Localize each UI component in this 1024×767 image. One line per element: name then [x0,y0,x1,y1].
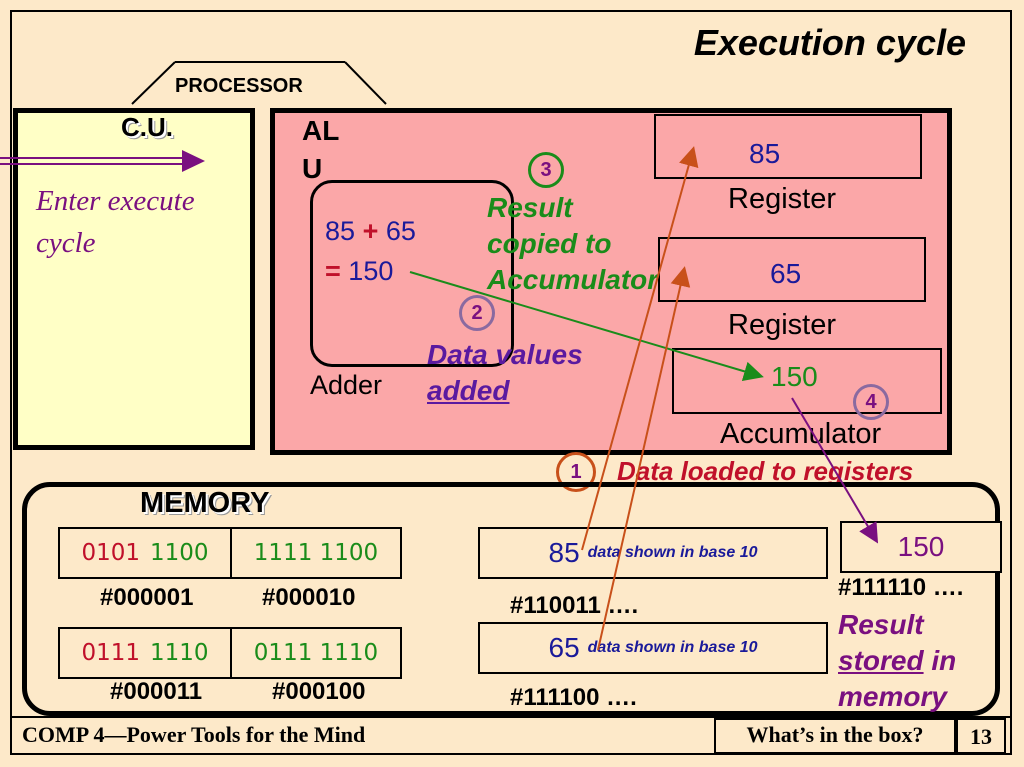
memory-cell-000001: 0101 1100 [58,527,232,579]
step-3-text: Result copied to Accumulator [487,190,658,298]
step-3-circle: 3 [528,152,564,188]
adder-sum-line: 85 + 65 [325,216,416,247]
memory-data-85: 85 data shown in base 10 [478,527,828,579]
processor-label: PROCESSOR [175,75,303,97]
address-110011: #110011 …. [510,592,639,619]
address-000011: #000011 [110,678,203,705]
enter-execute-note: Enter execute cycle [36,185,195,259]
data-85-value: 85 [548,537,580,568]
adder-to-accumulator-arrow [409,271,764,382]
memory-85-to-register-arrow [581,146,699,551]
equals-sign: = [325,256,341,286]
register-2-value: 65 [770,258,802,289]
adder-box [310,180,514,367]
step-2-text: Data values added [427,337,583,409]
result-line-2-em: stored [838,645,924,676]
address-000100: #000100 [272,678,366,705]
operand-a: 85 [325,216,356,246]
cell-high-nibble: 0111 [81,640,140,666]
address-000001: #000001 [100,584,194,611]
memory-result-value: 150 [897,531,945,562]
cell-low-nibble: 1100 [150,540,209,566]
cu-label: C.U. [121,112,173,142]
register-2-label: Register [728,309,836,341]
register-1 [654,114,922,179]
memory-cell-000010: 1111 1100 [230,527,402,579]
memory-cell-000100: 0111 1110 [230,627,402,679]
footer-page-number: 13 [956,718,1006,754]
register-1-value: 85 [749,138,781,169]
footer-course: COMP 4—Power Tools for the Mind [22,722,366,747]
slide-frame [10,10,1012,755]
memory-data-65: 65 data shown in base 10 [478,622,828,674]
accumulator-label: Accumulator [720,418,882,450]
cell-low-nibble: 1110 [150,640,209,666]
memory-cell-000011: 0111 1110 [58,627,232,679]
step-2-line-1: Data values [427,339,583,370]
step-3-line-1: Result [487,192,573,223]
accumulator-to-memory-arrow [791,397,879,544]
cell-high-nibble: 0101 [81,540,140,566]
result-stored-text: Result stored in memory [838,607,956,715]
step-1-circle: 1 [556,452,596,492]
step-2-circle: 2 [459,295,495,331]
data-85-note: data shown in base 10 [587,544,758,561]
memory-box [22,482,1000,716]
step-1-pre: Data [617,456,681,486]
address-111110: #111110 …. [838,574,964,601]
address-111100: #111100 …. [510,684,637,711]
address-000010: #000010 [262,584,356,611]
accumulator-value: 150 [771,361,818,392]
result-line-3: memory [838,681,947,712]
register-1-label: Register [728,183,836,215]
step-3-line-2: copied to [487,228,612,259]
step-2-line-2: added [427,375,510,406]
data-65-value: 65 [548,632,580,663]
footer-question-box: What’s in the box? [714,718,956,754]
step-3-line-3: Accumulator [487,264,659,295]
adder-result: 150 [348,256,394,286]
plus-sign: + [362,216,379,246]
data-65-note: data shown in base 10 [587,639,758,656]
result-line-1: Result [838,609,924,640]
adder-label: Adder [310,370,383,400]
cu-input-arrow [0,150,205,172]
operand-b: 65 [385,216,416,246]
alu-label: AL U [302,115,339,184]
adder-result-line: = 150 [325,256,393,287]
step-4-circle: 4 [853,384,889,420]
accumulator-box [672,348,942,414]
footer-divider [10,716,1012,718]
result-line-2-rest: in [923,645,957,676]
memory-label: MEMORY [140,487,270,519]
alu-box [270,108,952,455]
step-1-post: to registers [764,456,914,486]
step-1-text: Data loaded to registers [617,456,913,487]
step-1-em: loaded [680,456,765,486]
slide-title: Execution cycle [693,22,966,63]
memory-65-to-register-arrow [597,266,691,651]
